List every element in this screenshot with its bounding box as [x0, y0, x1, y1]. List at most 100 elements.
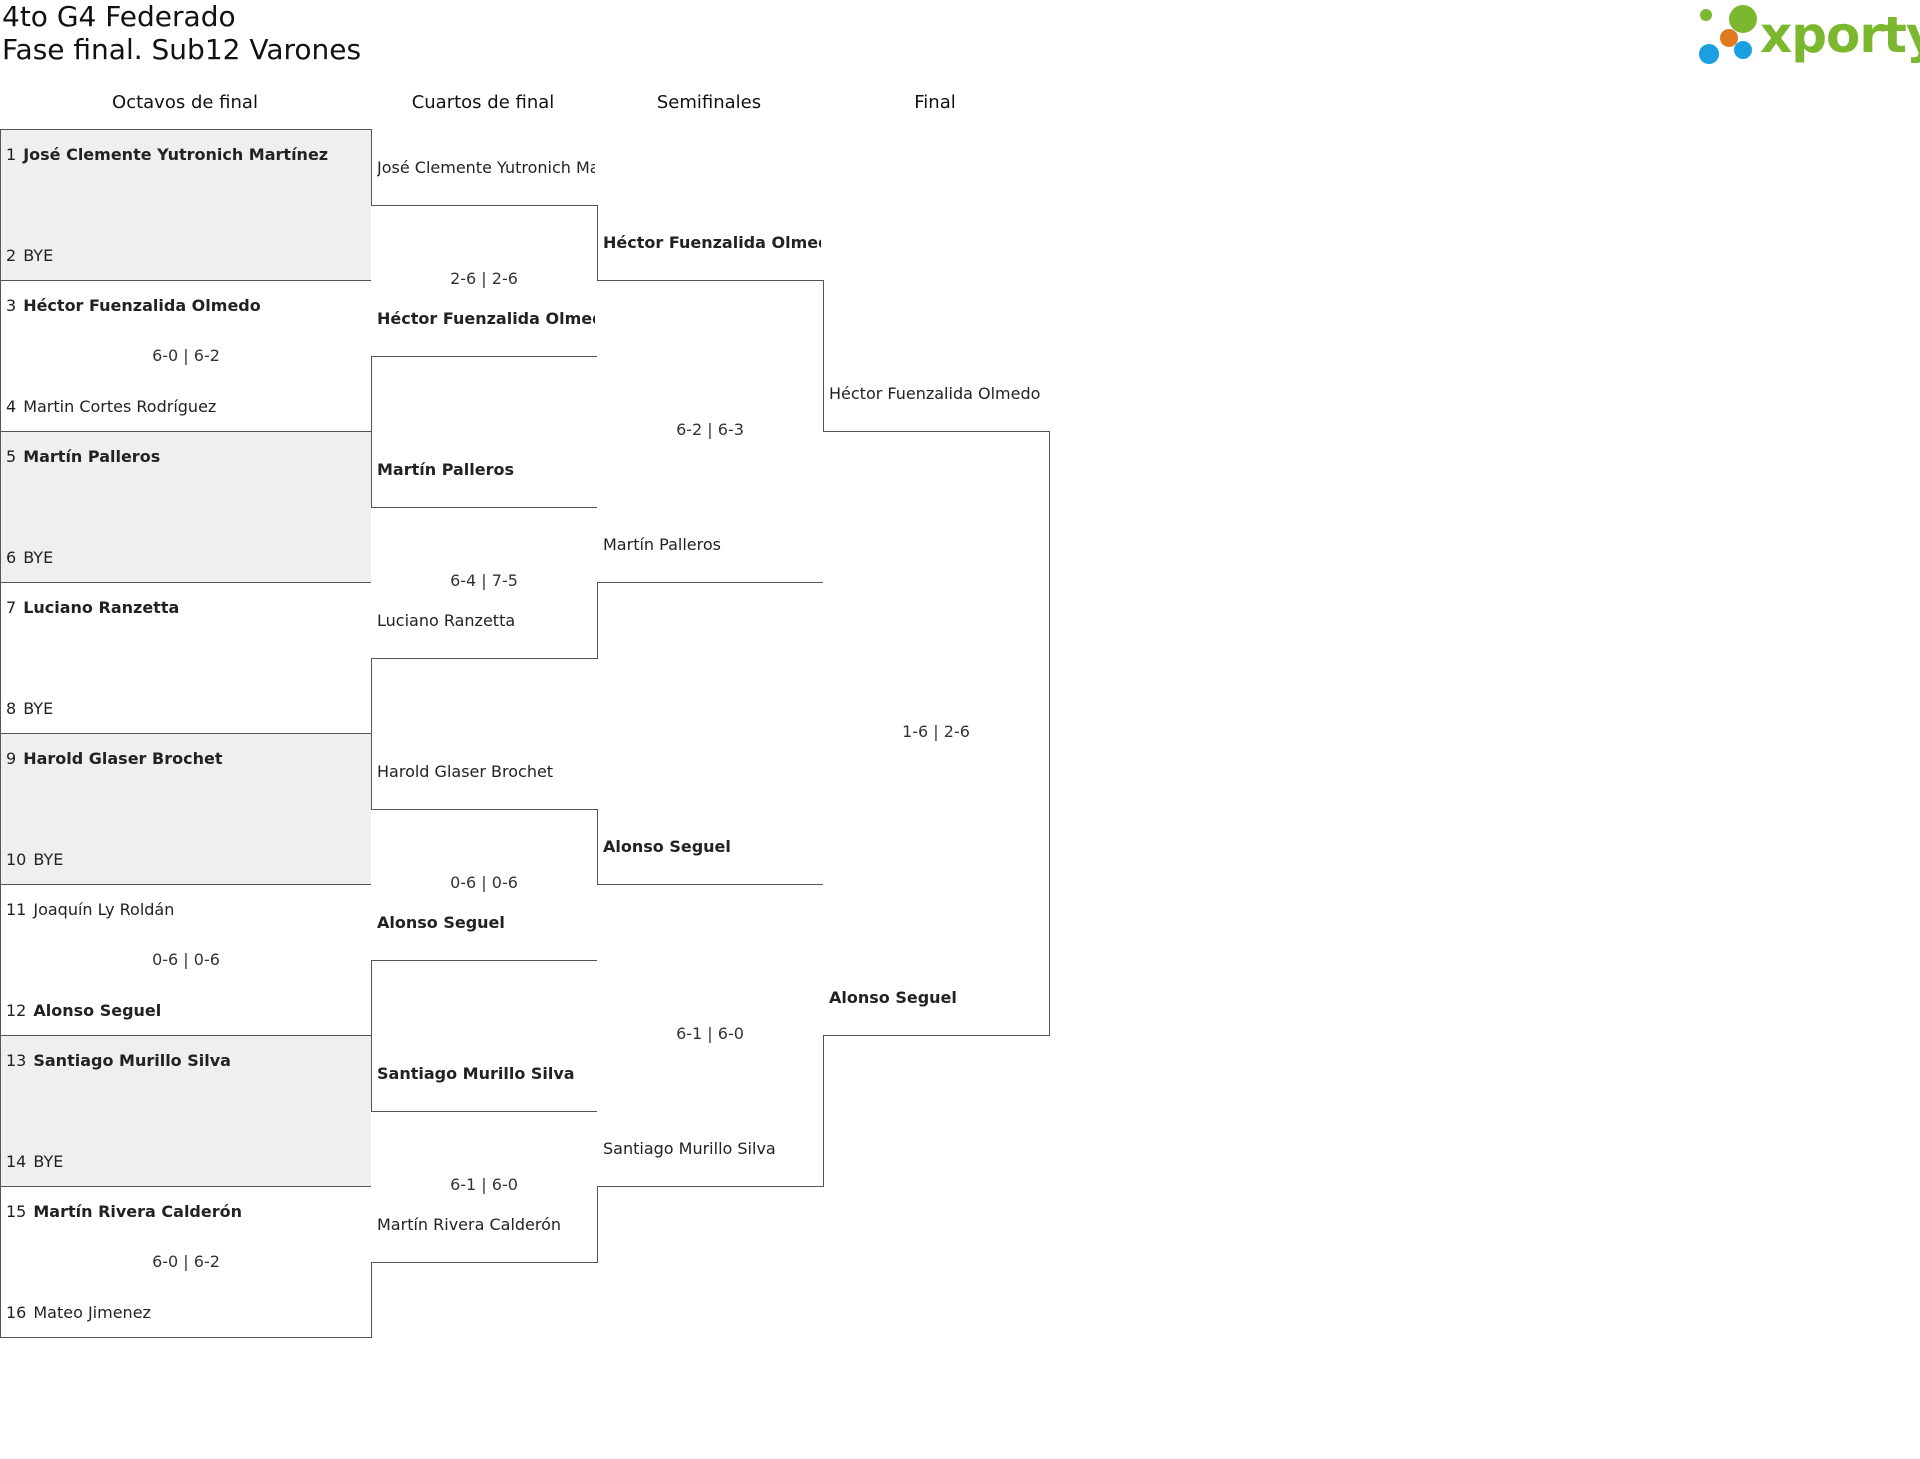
seed-number: 15 [6, 1202, 27, 1221]
cuartos-player-top: Harold Glaser Brochet [377, 762, 595, 781]
octavos-player-bottom: 12 Alonso Seguel [6, 1001, 366, 1020]
match-octavos-2[interactable] [0, 280, 372, 432]
semifinal-score: 6-1 | 6-0 [676, 1024, 744, 1043]
player-name: Luciano Ranzetta [377, 610, 516, 630]
player-name: Héctor Fuenzalida Olmedo [829, 384, 1041, 403]
player-name: Santiago Murillo Silva [603, 1139, 776, 1158]
tournament-title: 4to G4 Federado [2, 0, 236, 33]
octavos-player-top: 9 Harold Glaser Brochet [6, 749, 366, 768]
final-score: 1-6 | 2-6 [902, 722, 970, 741]
round-header-octavos: Octavos de final [112, 92, 258, 113]
seed-number: 12 [6, 1001, 27, 1020]
octavos-player-top: 3 Héctor Fuenzalida Olmedo [6, 296, 366, 315]
player-name: Martín Rivera Calderón [33, 1202, 243, 1221]
semifinal-player-top: Héctor Fuenzalida Olmedo [603, 233, 821, 252]
player-name: José Clemente Yutronich Martínez [23, 145, 329, 164]
cuartos-player-bottom: Luciano Ranzetta [377, 611, 595, 630]
octavos-player-top: 1 José Clemente Yutronich Martínez [6, 145, 366, 164]
match-octavos-3[interactable] [0, 431, 372, 583]
match-octavos-7[interactable] [0, 1035, 372, 1187]
match-cuartos-3[interactable] [371, 808, 598, 961]
seed-number: 6 [6, 548, 17, 567]
player-name: Santiago Murillo Silva [33, 1051, 231, 1070]
player-name: Santiago Murillo Silva [377, 1063, 575, 1083]
match-cuartos-4[interactable] [371, 1110, 598, 1263]
seed-number: 16 [6, 1303, 27, 1322]
seed-number: 3 [6, 296, 17, 315]
logo-wordmark: xporty [1760, 6, 1920, 64]
player-name: Luciano Ranzetta [23, 598, 180, 617]
player-name: Héctor Fuenzalida Olmedo [377, 308, 595, 328]
match-semifinal-1[interactable] [597, 280, 824, 583]
match-final-1[interactable] [823, 431, 1050, 1036]
match-cuartos-2[interactable] [371, 506, 598, 659]
match-cuartos-1[interactable] [371, 204, 598, 357]
player-name: Harold Glaser Brochet [23, 749, 223, 768]
player-name: Martin Cortes Rodríguez [23, 397, 217, 416]
cuartos-score: 2-6 | 2-6 [450, 269, 518, 288]
player-name: Martín Palleros [603, 535, 721, 554]
octavos-player-top: 5 Martín Palleros [6, 447, 366, 466]
player-name: Alonso Seguel [829, 988, 957, 1007]
cuartos-player-top: Santiago Murillo Silva [377, 1064, 595, 1083]
player-name: Mateo Jimenez [33, 1303, 151, 1322]
octavos-player-bottom: 4 Martin Cortes Rodríguez [6, 397, 366, 416]
cuartos-score: 6-1 | 6-0 [450, 1175, 518, 1194]
phase-title: Fase final. Sub12 Varones [2, 33, 362, 66]
cuartos-player-top: José Clemente Yutronich Martínez [377, 158, 595, 177]
player-name: BYE [33, 850, 64, 869]
octavos-score: 0-6 | 0-6 [152, 950, 220, 969]
cuartos-score: 6-4 | 7-5 [450, 571, 518, 590]
octavos-score: 6-0 | 6-2 [152, 346, 220, 365]
octavos-score: 6-0 | 6-2 [152, 1252, 220, 1271]
round-header-final: Final [914, 92, 956, 113]
match-octavos-1[interactable] [0, 129, 372, 281]
player-name: Alonso Seguel [33, 1001, 162, 1020]
octavos-player-bottom: 2 BYE [6, 246, 366, 265]
cuartos-score: 0-6 | 0-6 [450, 873, 518, 892]
player-name: BYE [23, 246, 54, 265]
seed-number: 5 [6, 447, 17, 466]
match-octavos-8[interactable] [0, 1186, 372, 1338]
player-name: Martín Rivera Calderón [377, 1214, 562, 1234]
semifinal-player-bottom: Santiago Murillo Silva [603, 1139, 821, 1158]
semifinal-player-bottom: Martín Palleros [603, 535, 821, 554]
seed-number: 8 [6, 699, 17, 718]
player-name: Alonso Seguel [603, 837, 731, 856]
seed-number: 10 [6, 850, 27, 869]
seed-number: 14 [6, 1152, 27, 1171]
seed-number: 11 [6, 900, 27, 919]
match-semifinal-2[interactable] [597, 884, 824, 1187]
round-header-semifinales: Semifinales [656, 92, 762, 113]
seed-number: 9 [6, 749, 17, 768]
match-octavos-6[interactable] [0, 884, 372, 1036]
player-name: José Clemente Yutronich Martínez [377, 157, 595, 177]
seed-number: 2 [6, 246, 17, 265]
final-player-bottom: Alonso Seguel [829, 988, 1047, 1007]
final-player-top: Héctor Fuenzalida Olmedo [829, 384, 1047, 403]
octavos-player-top: 15 Martín Rivera Calderón [6, 1202, 366, 1221]
player-name: BYE [23, 699, 54, 718]
cuartos-player-bottom: Héctor Fuenzalida Olmedo [377, 309, 595, 328]
logo-dots-icon [1699, 5, 1757, 64]
player-name: Martín Palleros [23, 447, 161, 466]
round-header-cuartos: Cuartos de final [411, 92, 555, 113]
semifinal-player-top: Alonso Seguel [603, 837, 821, 856]
octavos-player-bottom: 16 Mateo Jimenez [6, 1303, 366, 1322]
octavos-player-bottom: 10 BYE [6, 850, 366, 869]
player-name: Héctor Fuenzalida Olmedo [603, 233, 821, 252]
cuartos-player-bottom: Alonso Seguel [377, 913, 595, 932]
player-name: Héctor Fuenzalida Olmedo [23, 296, 261, 315]
octavos-player-bottom: 8 BYE [6, 699, 366, 718]
cuartos-player-top: Martín Palleros [377, 460, 595, 479]
seed-number: 1 [6, 145, 17, 164]
xporty-logo: xporty [1690, 0, 1920, 70]
semifinal-score: 6-2 | 6-3 [676, 420, 744, 439]
cuartos-player-bottom: Martín Rivera Calderón [377, 1215, 595, 1234]
seed-number: 4 [6, 397, 17, 416]
